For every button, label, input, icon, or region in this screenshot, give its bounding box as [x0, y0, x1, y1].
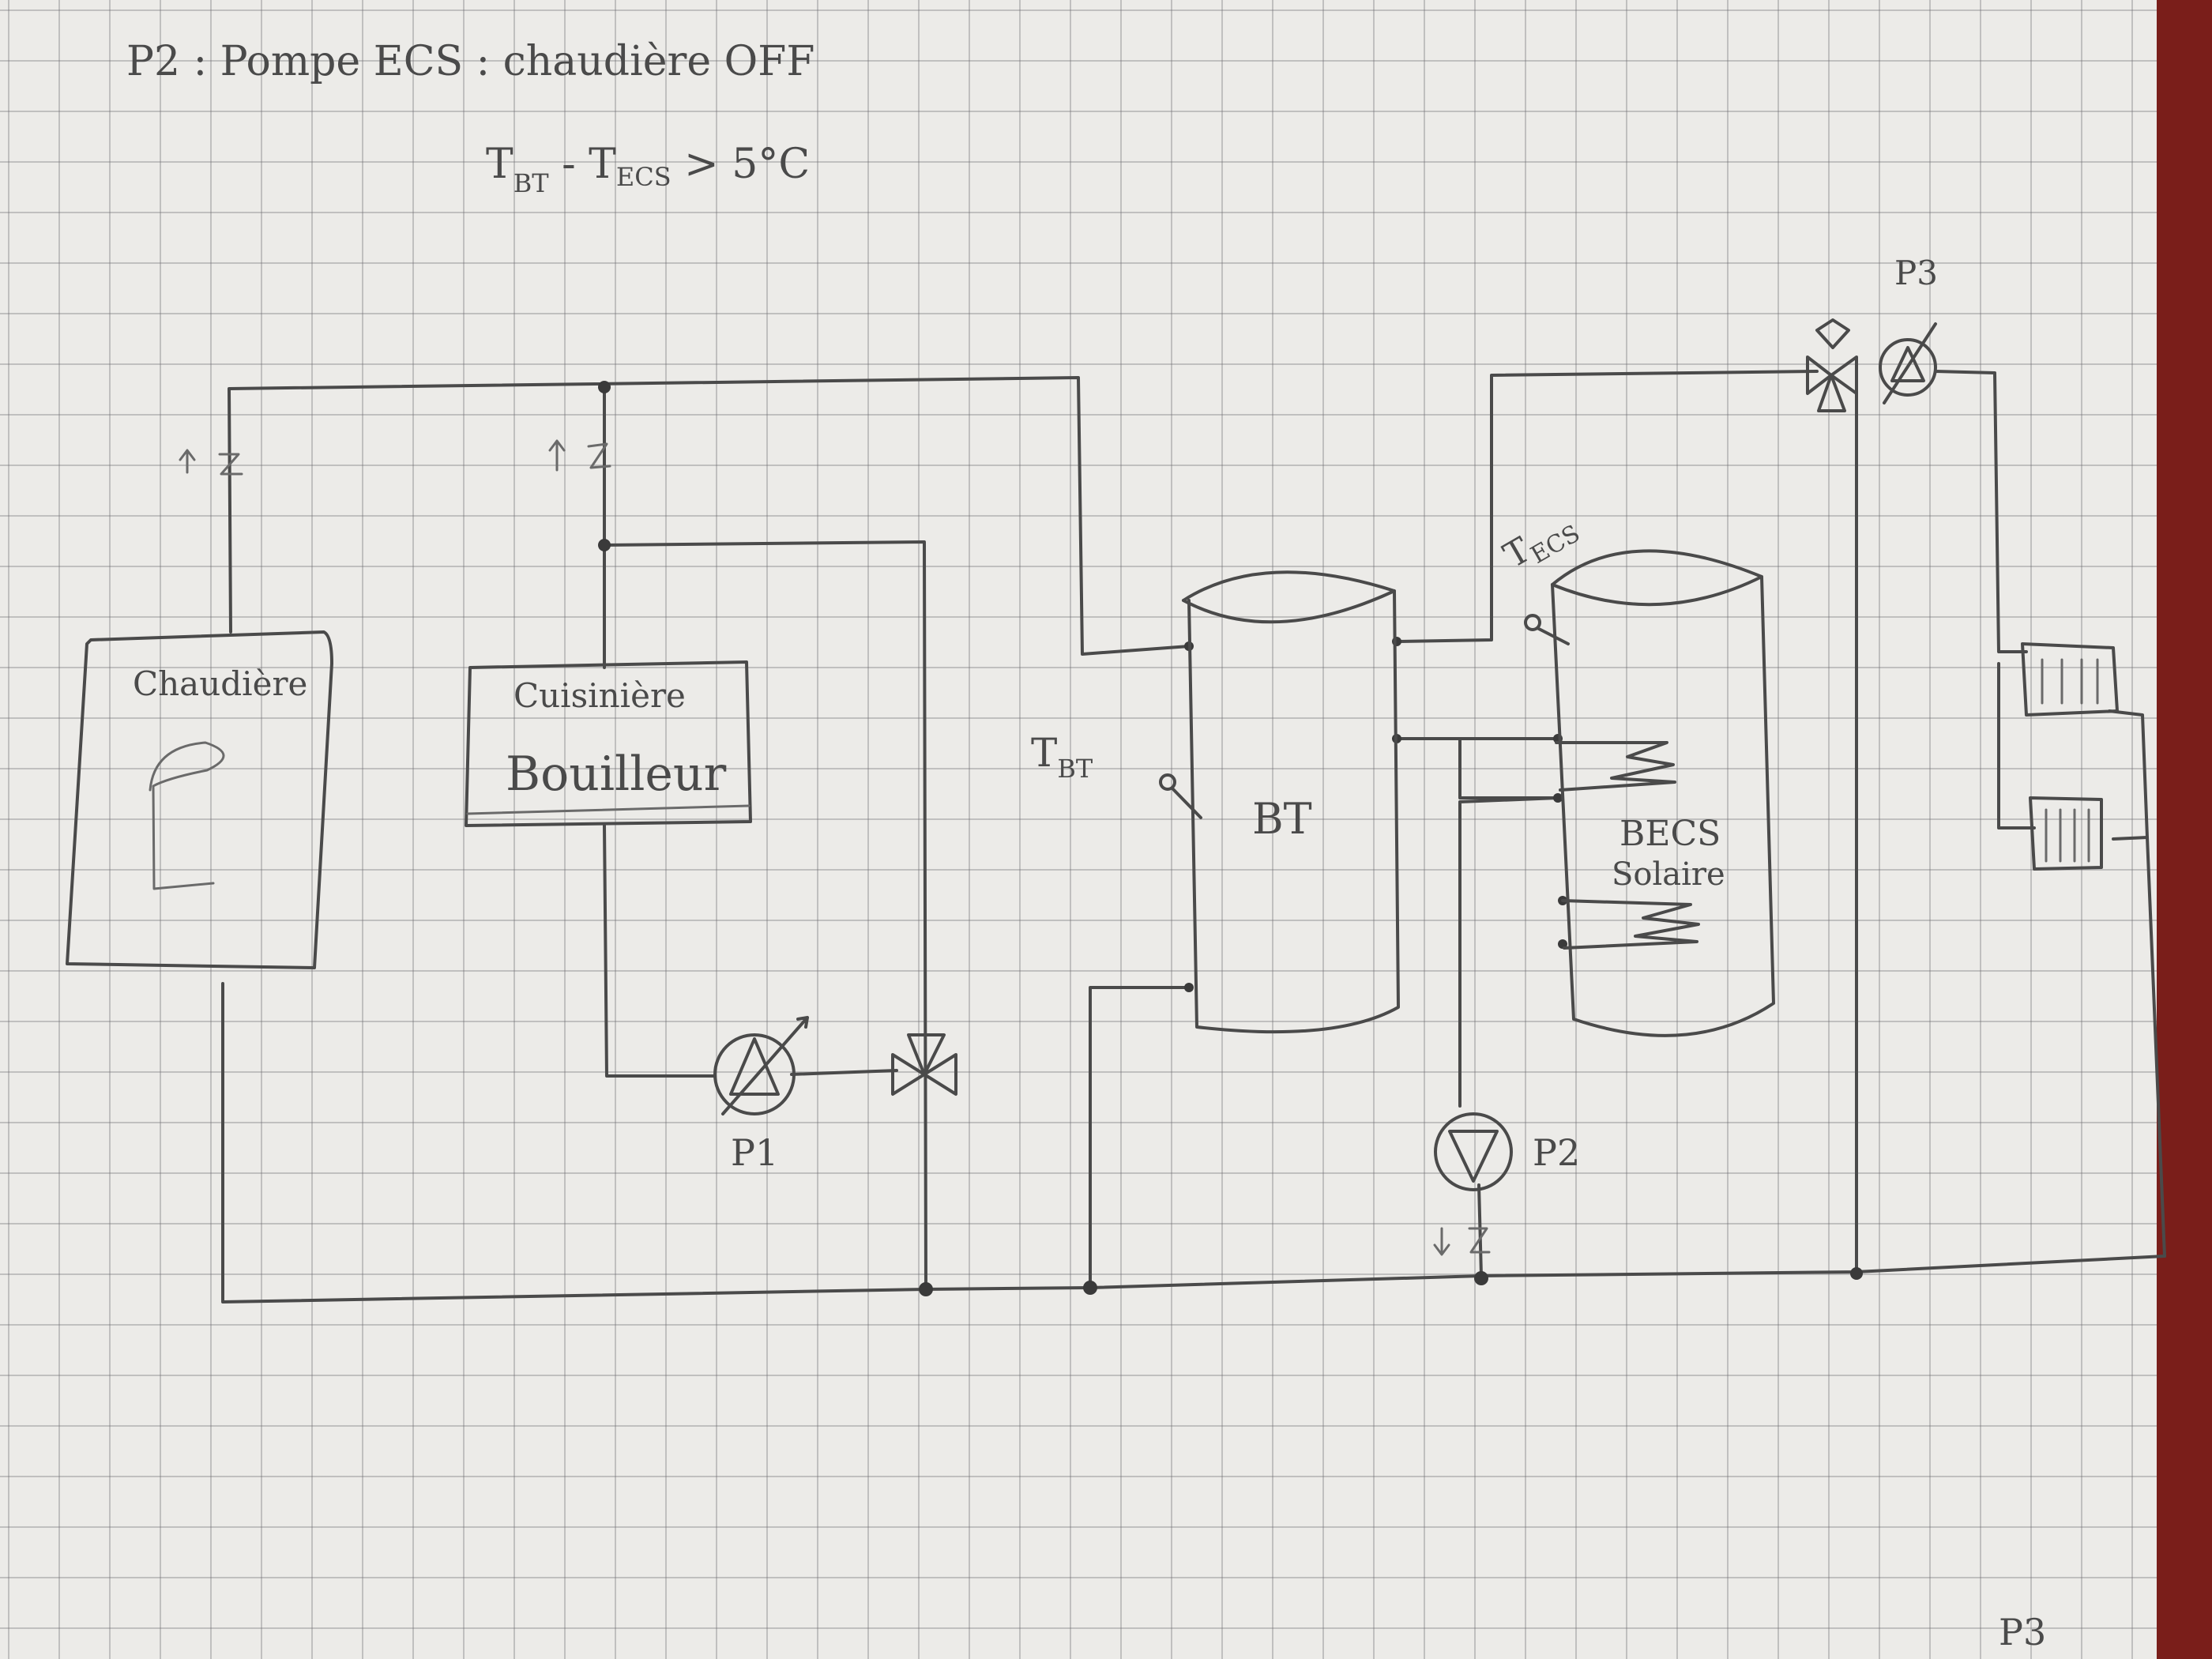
pump-p1: P1: [713, 1016, 809, 1174]
radiator-lower: [2029, 796, 2103, 871]
radiator-upper: [2021, 642, 2119, 717]
cuisiniere-unit: Cuisinière Bouilleur: [465, 660, 752, 827]
tecs-sub: ECS: [1526, 520, 1585, 570]
tbt-t: T: [1031, 730, 1057, 776]
three-way-valve-p1: [891, 1033, 957, 1096]
becs-label-2: Solaire: [1612, 856, 1725, 893]
pump-p2: P2: [1434, 1112, 1580, 1191]
pump-p3: P3: [1879, 254, 1938, 404]
p3-corner-label: P3: [1999, 1611, 2046, 1653]
junction-nodes: [598, 381, 1863, 1296]
tbt-sub: BT: [1057, 754, 1093, 784]
condition-sub1: BT: [514, 168, 550, 198]
condition-sub2: ECS: [616, 162, 672, 192]
p1-label: P1: [731, 1131, 778, 1174]
cuisiniere-label-2: Bouilleur: [506, 747, 727, 802]
condition-line: TBT - TECS > 5°C: [486, 141, 810, 198]
tbt-sensor: TBT: [1031, 730, 1202, 819]
three-way-valve-p3: [1806, 318, 1858, 412]
bt-tank: BT: [1182, 570, 1400, 1034]
flow-markers: [179, 439, 1491, 1256]
condition-mid: - T: [549, 141, 617, 188]
cuisiniere-label-1: Cuisinière: [514, 676, 686, 715]
becs-label-1: BECS: [1620, 814, 1721, 854]
p3-label: P3: [1894, 254, 1938, 292]
graph-paper: [0, 0, 2157, 1659]
title-line: P2 : Pompe ECS : chaudière OFF: [126, 38, 814, 85]
tbt-label: TBT: [1031, 730, 1093, 784]
tecs-sensor: TECS: [1497, 520, 1585, 645]
bt-label: BT: [1252, 794, 1312, 844]
condition-t1: T: [486, 141, 514, 188]
condition-end: > 5°C: [672, 141, 811, 188]
p2-label: P2: [1533, 1131, 1580, 1174]
chaudiere-unit: Chaudière: [66, 630, 333, 969]
becs-tank: BECS Solaire: [1551, 549, 1775, 1037]
chaudiere-label: Chaudière: [133, 664, 307, 703]
